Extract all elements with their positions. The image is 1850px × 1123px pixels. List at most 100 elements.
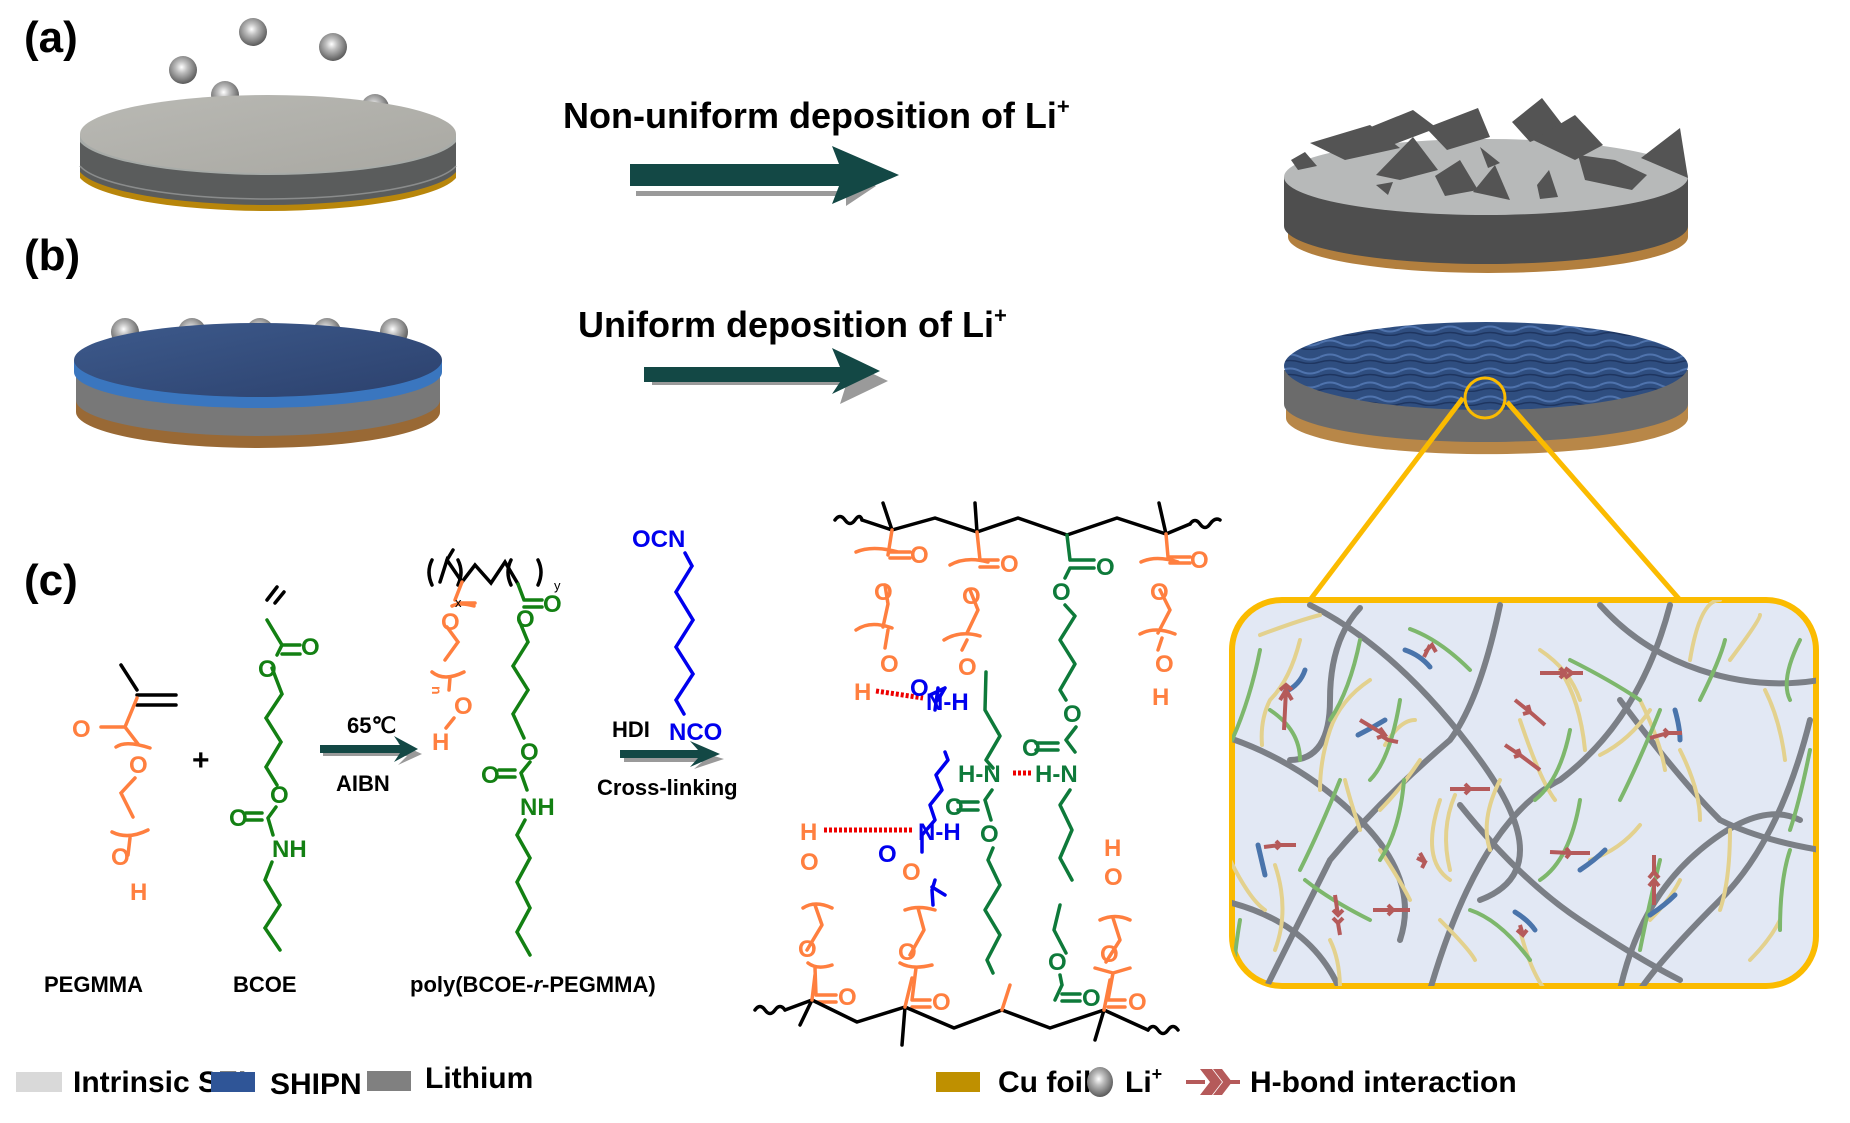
zoom-line-left (1308, 396, 1465, 602)
panel-a: (a) Non-uniform deposition of Li+ (24, 13, 1688, 273)
atom-o: O (111, 844, 130, 871)
atom-o: O (129, 752, 148, 779)
svg-text:O: O (962, 583, 981, 610)
svg-text:H: H (800, 819, 817, 846)
atom-o: O (516, 606, 535, 633)
svg-text:O: O (874, 579, 893, 606)
label-copolymer: poly(BCOE-r-PEGMMA) (410, 972, 656, 997)
li-ion-sphere (239, 18, 267, 46)
svg-text:O: O (932, 989, 951, 1016)
svg-text:H-N: H-N (958, 761, 1001, 788)
svg-text:O: O (1048, 949, 1067, 976)
dendrite-shards (1291, 98, 1688, 200)
bcoe-structure: O O O O NH (229, 585, 320, 952)
electrode-shipn-deposited (1284, 322, 1688, 455)
legend-item-shipn: SHIPN (211, 1068, 362, 1101)
svg-text:O: O (1155, 651, 1174, 678)
svg-text:O: O (1128, 989, 1147, 1016)
legend-item-li-ion: Li+ (1087, 1064, 1162, 1099)
svg-text:O: O (1022, 735, 1041, 762)
hbond-arrow-icon (1186, 1069, 1240, 1095)
panel-b: (b) Uniform deposition of Li+ (24, 231, 1688, 602)
svg-text:O: O (1150, 579, 1169, 606)
svg-text:O: O (898, 939, 917, 966)
zoom-focus-circle (1463, 376, 1507, 420)
hbond-symbols (1263, 641, 1682, 938)
li-sphere-icon (1087, 1067, 1113, 1097)
crosslinked-network-structure: O O O H O O O O O O H O O O O H-N H-N O … (753, 501, 1222, 1047)
atom-o: O (229, 805, 248, 832)
svg-text:O: O (980, 821, 999, 848)
legend-item-lithium: Lithium (367, 1062, 533, 1095)
svg-text:Li+: Li+ (1125, 1064, 1162, 1099)
hdi-structure: OCN NCO (632, 526, 722, 746)
svg-text:O: O (880, 651, 899, 678)
swatch-cu-foil (936, 1072, 980, 1092)
label-pegmma: PEGMMA (44, 972, 143, 997)
swatch-intrinsic-sei (16, 1072, 62, 1092)
svg-text:O: O (1100, 941, 1119, 968)
svg-text:H: H (1104, 835, 1121, 862)
svg-text:N-H: N-H (926, 689, 969, 716)
network-inset (1229, 597, 1819, 989)
atom-o: O (301, 634, 320, 661)
network-atoms: O O O H O O O O O O H O O O O H-N H-N O … (798, 542, 1209, 1016)
atom-ocn: OCN (632, 526, 685, 553)
svg-text:H: H (854, 679, 871, 706)
label-bcoe: BCOE (233, 972, 297, 997)
li-ion-sphere (319, 33, 347, 61)
atom-h: H (130, 879, 147, 906)
pegmma-structure: O O O H (72, 663, 178, 906)
svg-text:O: O (945, 794, 964, 821)
hbond-dashes (824, 688, 1032, 833)
condition-temperature: 65℃ (347, 713, 396, 738)
atom-nco: NCO (669, 719, 722, 746)
electrode-shipn (74, 323, 442, 448)
panel-c: (c) O O O H + (24, 501, 1222, 1047)
caption-a: Non-uniform deposition of Li+ (563, 94, 1070, 136)
caption-b: Uniform deposition of Li+ (578, 303, 1007, 345)
panel-a-label: (a) (24, 13, 78, 62)
svg-text:O: O (798, 936, 817, 963)
subscript-x: x (455, 595, 462, 610)
arrow-b (644, 348, 888, 404)
atom-nh: NH (520, 794, 555, 821)
arrow-a (630, 146, 899, 206)
svg-text:N-H: N-H (918, 819, 961, 846)
svg-text:SHIPN: SHIPN (270, 1068, 362, 1101)
svg-text:Lithium: Lithium (425, 1062, 533, 1095)
atom-o: O (441, 609, 460, 636)
copolymer-structure: x y O O H n O O O O NH (427, 548, 562, 957)
reagent-hdi: HDI (612, 717, 650, 742)
atom-o: O (270, 782, 289, 809)
electrode-intrinsic-sei (79, 95, 457, 211)
atom-nh: NH (272, 836, 307, 863)
svg-text:O: O (1096, 554, 1115, 581)
legend: Intrinsic SEI SHIPN Lithium Cu foil Li+ … (16, 1062, 1517, 1101)
atom-o: O (454, 693, 473, 720)
svg-text:O: O (1104, 864, 1123, 891)
panel-c-label: (c) (24, 556, 78, 605)
svg-text:O: O (1000, 551, 1019, 578)
swatch-shipn (211, 1072, 255, 1092)
svg-text:O: O (902, 859, 921, 886)
atom-o: O (258, 656, 277, 683)
svg-text:O: O (1190, 547, 1209, 574)
legend-item-hbond: H-bond interaction (1186, 1066, 1517, 1099)
atom-o: O (520, 739, 539, 766)
svg-text:H-bond interaction: H-bond interaction (1250, 1066, 1517, 1099)
svg-text:O: O (878, 841, 897, 868)
svg-text:H-N: H-N (1035, 761, 1078, 788)
svg-text:O: O (958, 654, 977, 681)
subscript-y: y (554, 578, 561, 593)
svg-text:O: O (910, 675, 929, 702)
swatch-lithium (367, 1071, 411, 1091)
svg-text:O: O (1082, 985, 1101, 1012)
zoom-line-right (1505, 400, 1682, 602)
atom-o: O (543, 591, 562, 618)
condition-crosslinking: Cross-linking (597, 775, 738, 800)
electrode-dendrites (1284, 98, 1688, 273)
atom-o: O (72, 716, 91, 743)
subscript-n: n (429, 686, 445, 695)
